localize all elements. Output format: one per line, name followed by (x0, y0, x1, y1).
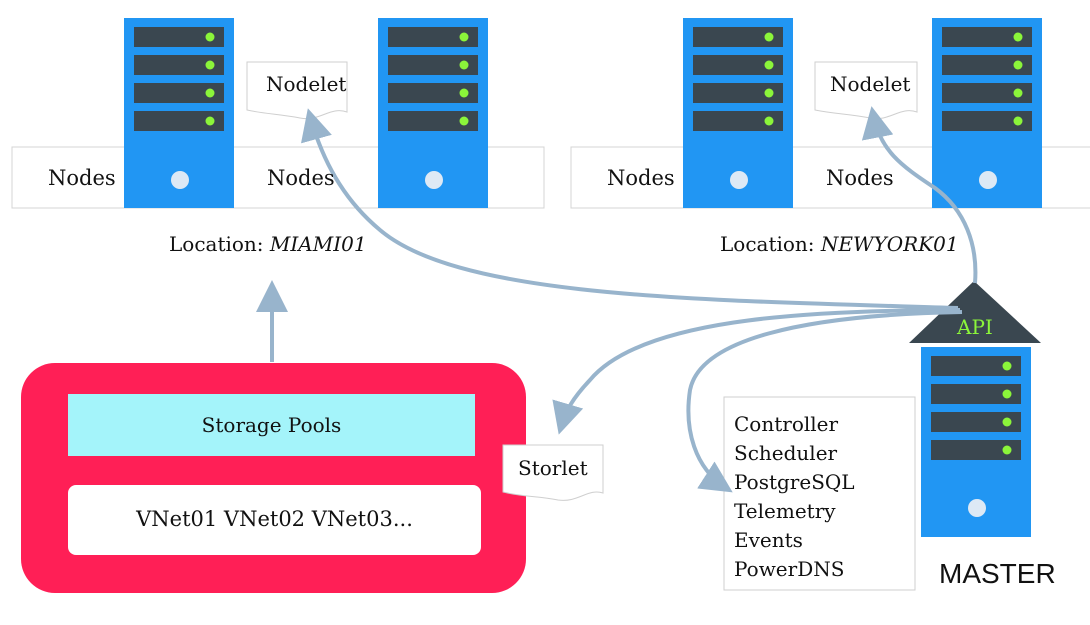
service-postgresql: PostgreSQL (734, 470, 855, 494)
miami-location-label: Location: MIAMI01 (169, 232, 367, 256)
service-events: Events (734, 528, 803, 552)
service-scheduler: Scheduler (734, 441, 838, 465)
vnets-box (68, 485, 481, 555)
miami-nodelet-doc (246, 61, 348, 120)
newyork-server-2 (932, 18, 1042, 208)
miami-nodes-label-1: Nodes (48, 166, 116, 190)
vnets-label: VNet01 VNet02 VNet03... (136, 507, 413, 531)
miami-nodes-label-2: Nodes (267, 166, 335, 190)
newyork-nodes-label-1: Nodes (607, 166, 675, 190)
arrow-api-to-services (686, 310, 963, 493)
miami-nodelet-label: Nodelet (266, 72, 347, 96)
api-label: API (957, 315, 993, 339)
service-telemetry: Telemetry (734, 499, 836, 523)
arrow-api-to-storlet (552, 308, 961, 435)
arrow-api-to-miami-nodelet (301, 108, 959, 310)
storage-pools-box (68, 394, 475, 456)
miami-location-name: MIAMI01 (269, 232, 367, 256)
services-list: Controller Scheduler PostgreSQL Telemetr… (734, 410, 855, 584)
arrow-api-to-newyork-nodelet (861, 106, 978, 284)
newyork-server-1 (683, 18, 793, 208)
storlet-doc (502, 444, 604, 501)
miami-server-2 (378, 18, 488, 208)
storage-pools-label: Storage Pools (201, 413, 342, 437)
newyork-location-label: Location: NEWYORK01 (720, 232, 959, 256)
api-roof (909, 281, 1041, 343)
storlet-label: Storlet (518, 456, 588, 480)
newyork-nodes-label-2: Nodes (826, 166, 894, 190)
services-box (723, 396, 916, 591)
newyork-location-name: NEWYORK01 (820, 232, 959, 256)
miami-server-1 (124, 18, 234, 208)
newyork-nodelet-label: Nodelet (830, 72, 911, 96)
service-powerdns: PowerDNS (734, 557, 845, 581)
service-controller: Controller (734, 412, 839, 436)
master-label: MASTER (939, 558, 1056, 589)
